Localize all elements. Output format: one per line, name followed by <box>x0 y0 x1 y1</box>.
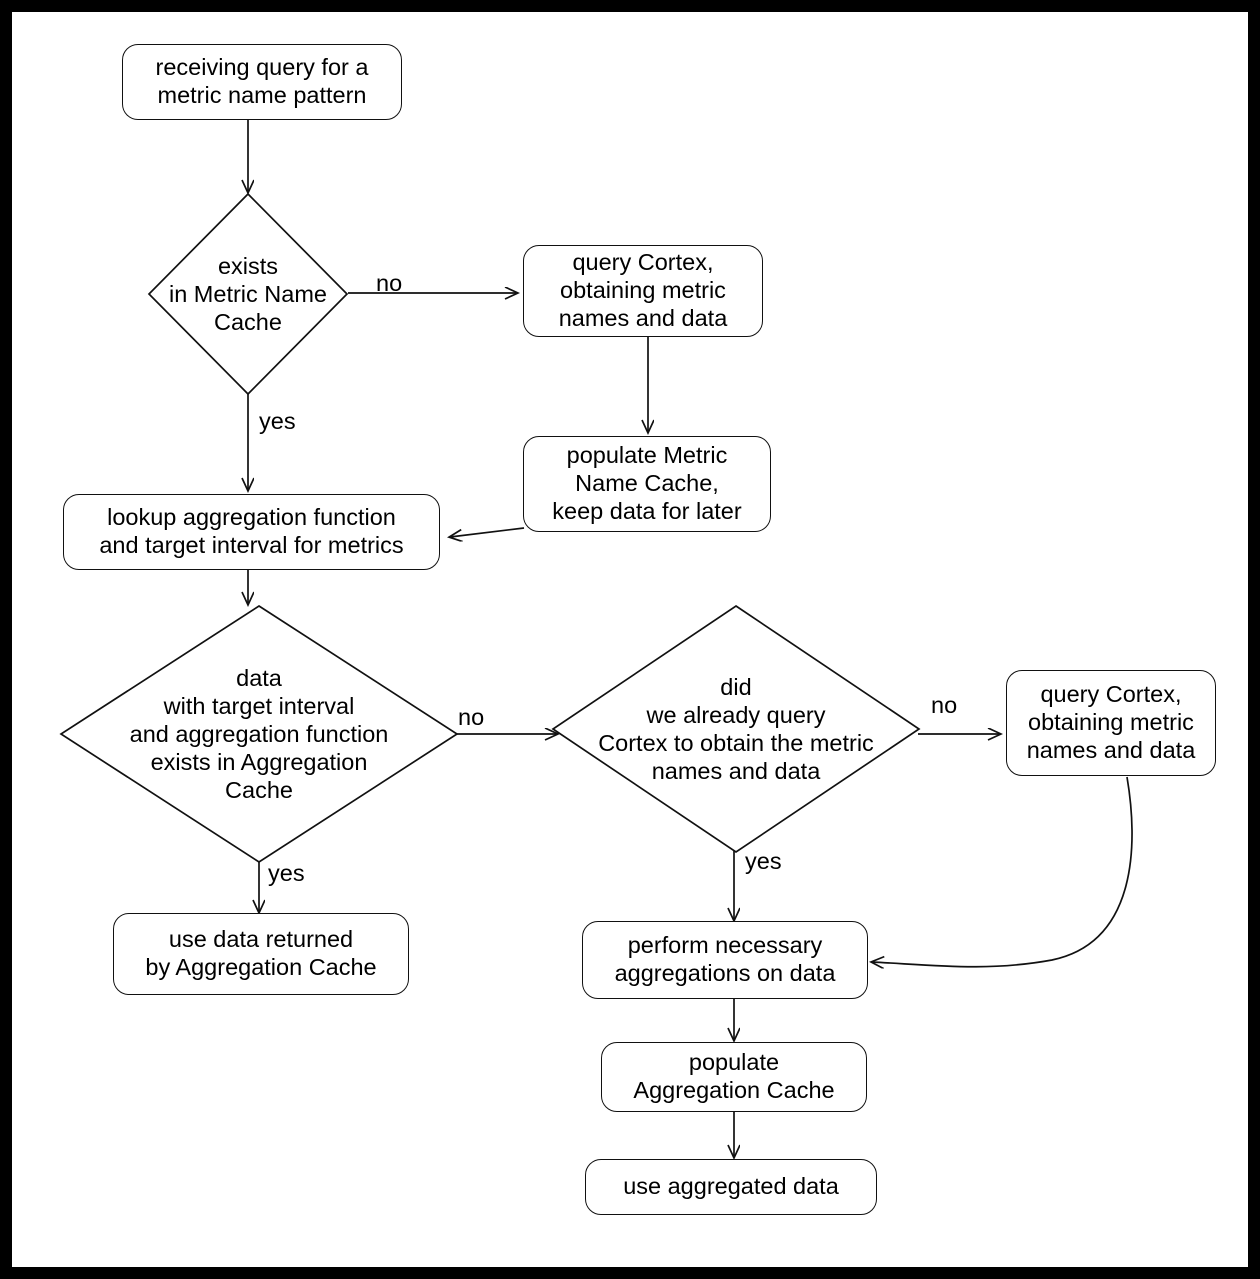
node-receiving-query-label: receiving query for a metric name patter… <box>155 54 369 108</box>
node-use-cached-data[interactable]: use data returned by Aggregation Cache <box>113 913 409 995</box>
node-already-queried-check-label: did we already query Cortex to obtain th… <box>598 673 874 785</box>
node-aggregation-cache-check-label: data with target interval and aggregatio… <box>129 664 389 804</box>
node-perform-aggregations-label: perform necessary aggregations on data <box>614 932 836 986</box>
node-query-cortex-right[interactable]: query Cortex, obtaining metric names and… <box>1006 670 1216 776</box>
node-use-cached-data-label: use data returned by Aggregation Cache <box>145 926 377 980</box>
edge-label-already-queried-yes: yes <box>745 848 782 874</box>
node-populate-metric-name-cache-label: populate Metric Name Cache, keep data fo… <box>552 442 742 524</box>
node-lookup-aggregation[interactable]: lookup aggregation function and target i… <box>63 494 440 570</box>
node-use-aggregated-data[interactable]: use aggregated data <box>585 1159 877 1215</box>
node-receiving-query[interactable]: receiving query for a metric name patter… <box>122 44 402 120</box>
node-query-cortex-right-label: query Cortex, obtaining metric names and… <box>1026 681 1196 763</box>
node-metric-name-cache-check[interactable]: exists in Metric Name Cache <box>147 192 349 396</box>
node-use-aggregated-data-label: use aggregated data <box>623 1173 839 1200</box>
edge-label-already-queried-no: no <box>931 692 958 718</box>
node-already-queried-check[interactable]: did we already query Cortex to obtain th… <box>551 604 921 854</box>
node-query-cortex-top-label: query Cortex, obtaining metric names and… <box>558 249 728 331</box>
node-perform-aggregations[interactable]: perform necessary aggregations on data <box>582 921 868 999</box>
edge-populate-cache-to-lookup <box>450 527 525 537</box>
node-populate-aggregation-cache-label: populate Aggregation Cache <box>633 1049 835 1103</box>
edge-label-aggregation-cache-yes: yes <box>268 860 305 886</box>
node-metric-name-cache-check-label: exists in Metric Name Cache <box>168 252 327 336</box>
node-lookup-aggregation-label: lookup aggregation function and target i… <box>99 504 404 558</box>
node-populate-metric-name-cache[interactable]: populate Metric Name Cache, keep data fo… <box>523 436 771 532</box>
node-populate-aggregation-cache[interactable]: populate Aggregation Cache <box>601 1042 867 1112</box>
node-aggregation-cache-check[interactable]: data with target interval and aggregatio… <box>59 604 459 864</box>
diagram-canvas: receiving query for a metric name patter… <box>12 12 1248 1267</box>
edge-label-metric-cache-no: no <box>376 270 403 296</box>
node-query-cortex-top[interactable]: query Cortex, obtaining metric names and… <box>523 245 763 337</box>
edge-label-aggregation-cache-no: no <box>458 704 485 730</box>
edge-label-metric-cache-yes: yes <box>259 408 296 434</box>
